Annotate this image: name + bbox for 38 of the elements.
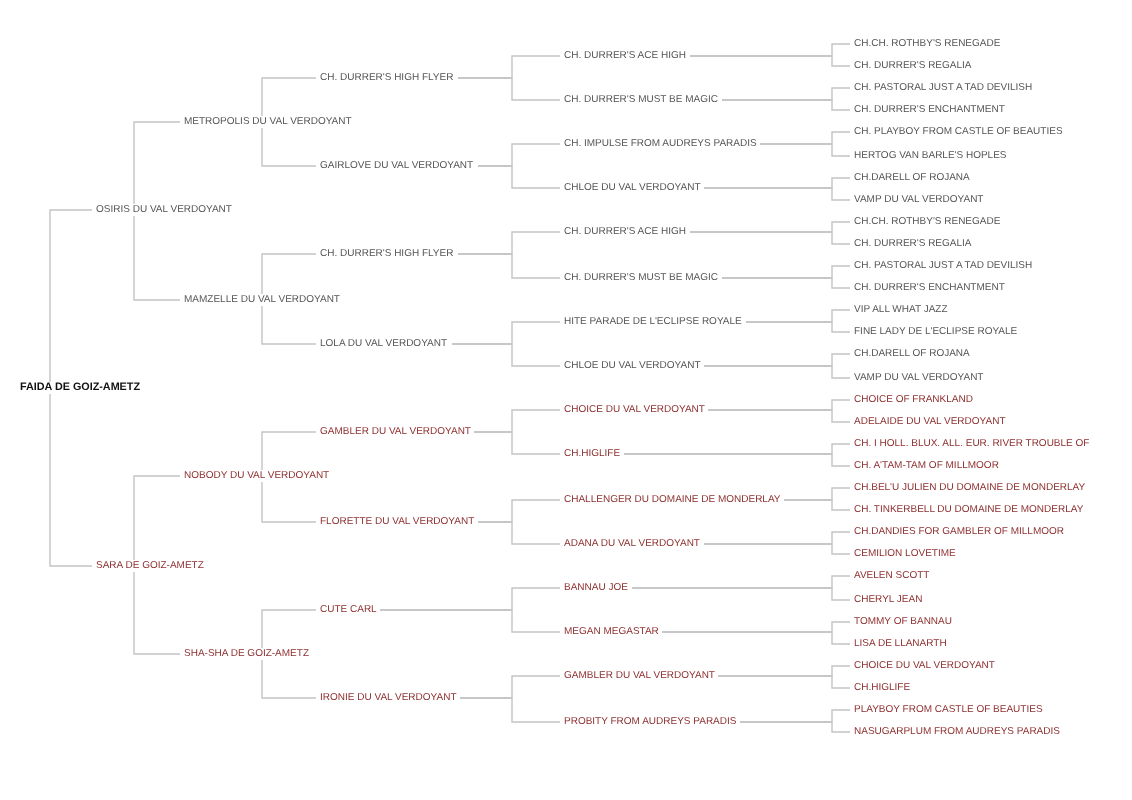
connector-line: [739, 721, 851, 733]
connector-line: [631, 587, 851, 601]
connector-line: [261, 305, 317, 345]
connector-line: [783, 499, 851, 511]
connector-line: [261, 77, 317, 117]
connector-line: [707, 409, 851, 423]
connector-line: [133, 121, 181, 205]
connector-line: [721, 99, 851, 111]
connector-line: [623, 453, 851, 467]
connector-line: [49, 393, 93, 567]
connector-line: [703, 543, 851, 555]
connector-line: [745, 321, 851, 333]
connector-line: [689, 231, 851, 245]
connector-line: [133, 215, 181, 301]
connector-line: [459, 697, 561, 723]
connector-line: [717, 675, 851, 689]
connector-line: [133, 475, 181, 561]
connector-line: [689, 55, 851, 67]
connector-line: [477, 165, 561, 189]
connector-line: [261, 253, 317, 295]
connector-line: [703, 365, 851, 379]
connector-line: [451, 343, 561, 367]
connector-line: [473, 431, 561, 455]
connector-line: [261, 481, 317, 523]
connector-line: [261, 609, 317, 649]
connector-line: [261, 659, 317, 699]
connector-line: [759, 143, 851, 157]
connector-line: [703, 187, 851, 201]
connector-line: [49, 209, 93, 383]
connector-line: [721, 277, 851, 289]
connector-line: [379, 609, 561, 633]
connector-line: [133, 571, 181, 655]
connector-line: [457, 77, 561, 101]
connector-line: [457, 253, 561, 279]
connector-line: [261, 127, 317, 167]
connector-line: [661, 631, 851, 645]
connector-line: [477, 521, 561, 545]
connector-line: [261, 431, 317, 471]
